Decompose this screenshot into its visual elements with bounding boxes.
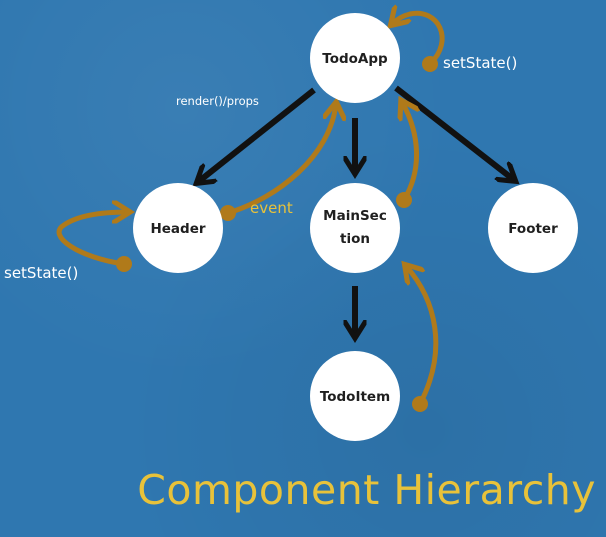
node-footer-circle bbox=[488, 183, 578, 273]
node-todoitem-circle bbox=[310, 351, 400, 441]
node-mainsection-label-line2: tion bbox=[340, 231, 370, 247]
label-setstate-top: setState() bbox=[443, 54, 517, 72]
node-todoitem-label: TodoItem bbox=[320, 389, 390, 405]
node-todoapp-circle bbox=[310, 13, 400, 103]
node-footer-label: Footer bbox=[508, 221, 558, 237]
node-mainsection-label-line1: MainSec bbox=[323, 208, 387, 224]
mainsection-origin-dot bbox=[396, 192, 412, 208]
arrow-event-header-to-todoapp bbox=[227, 104, 336, 216]
setstate-origin-dot-todoapp bbox=[422, 56, 438, 72]
arrow-todoapp-to-header bbox=[198, 87, 316, 182]
arrow-todoitem-to-mainsection bbox=[406, 266, 439, 406]
node-mainsection: MainSec tion bbox=[310, 183, 400, 273]
node-header-circle bbox=[133, 183, 223, 273]
node-header-label: Header bbox=[150, 221, 205, 237]
arrow-mainsection-to-todoapp bbox=[402, 102, 417, 202]
setstate-origin-dot-header bbox=[116, 256, 132, 272]
arrow-setstate-header bbox=[56, 212, 128, 267]
event-origin-dot bbox=[220, 205, 236, 221]
node-footer: Footer bbox=[488, 183, 578, 273]
node-mainsection-circle bbox=[310, 183, 400, 273]
arrow-setstate-todoapp bbox=[392, 13, 445, 66]
label-setstate-left: setState() bbox=[4, 264, 78, 282]
node-todoapp: TodoApp bbox=[310, 13, 400, 103]
todoitem-origin-dot bbox=[412, 396, 428, 412]
node-todoapp-label: TodoApp bbox=[322, 51, 388, 67]
node-todoitem: TodoItem bbox=[310, 351, 400, 441]
node-header: Header bbox=[133, 183, 223, 273]
label-event: event bbox=[250, 199, 293, 217]
label-render-props: render()/props bbox=[176, 94, 259, 108]
diagram-title: Component Hierarchy bbox=[137, 466, 596, 514]
